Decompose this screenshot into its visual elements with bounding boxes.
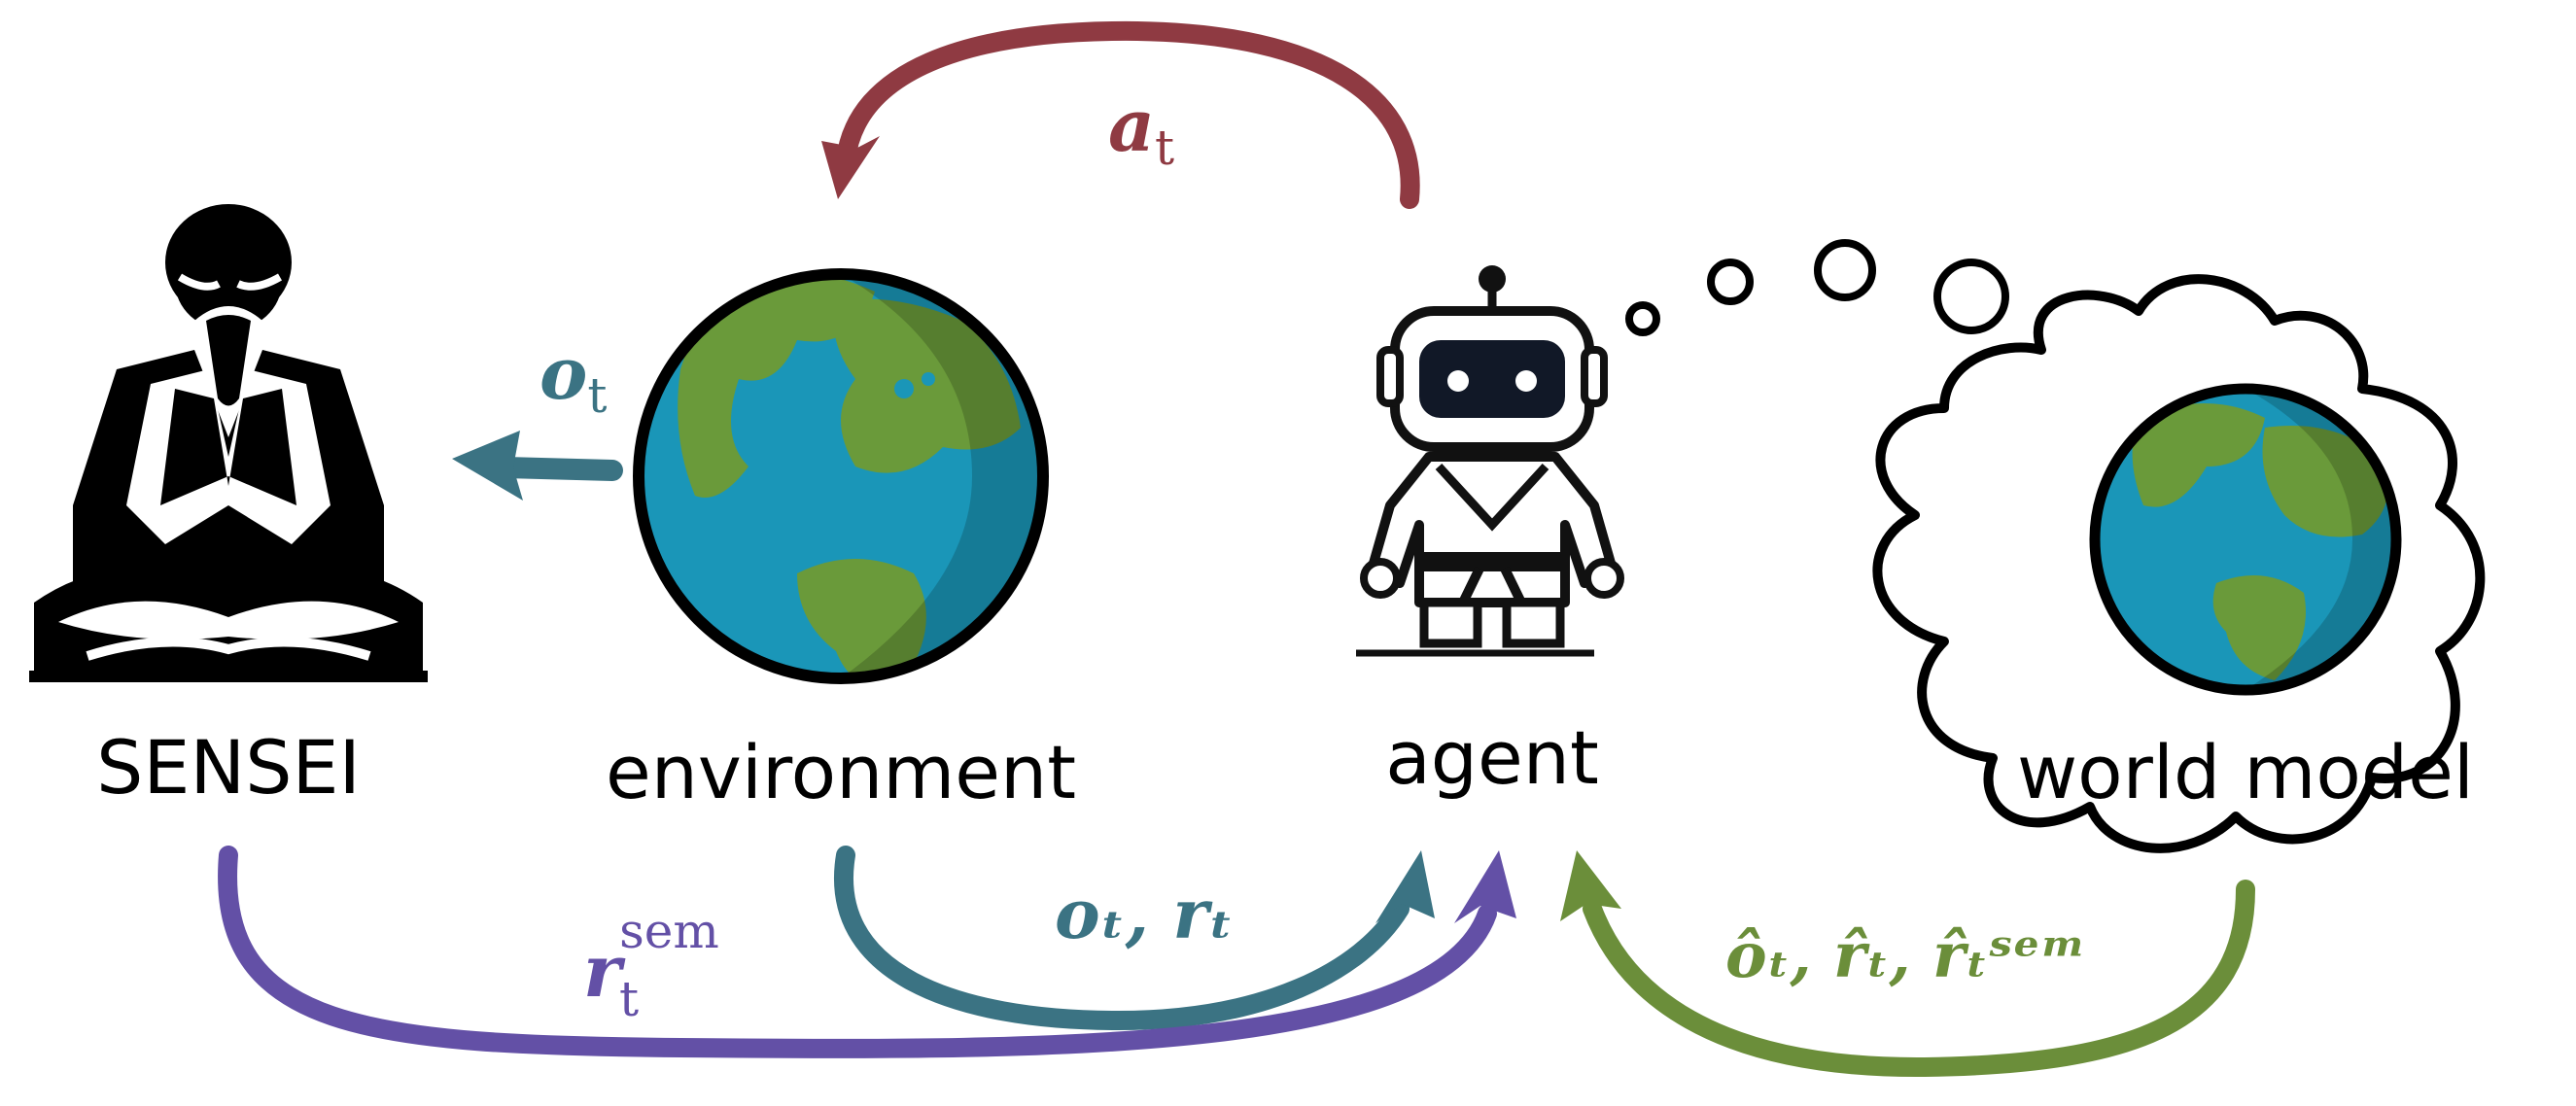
env-to-agent-label: oₜ, rₜ	[1055, 874, 1234, 954]
sensei-to-agent-label: rtsem	[583, 903, 719, 1027]
robot-agent-icon	[1356, 265, 1624, 657]
sensei-to-agent-arrow	[218, 846, 1516, 1058]
environment-label: environment	[605, 729, 1077, 815]
observation-arrow	[452, 431, 623, 501]
agent-label: agent	[1385, 714, 1599, 801]
environment-globe-icon	[633, 268, 1049, 684]
action-label: at	[1108, 85, 1174, 176]
thought-bubbles	[1625, 239, 2009, 336]
worldmodel-to-agent-arrow	[1560, 850, 2255, 1078]
world-model-globe-icon	[2089, 383, 2402, 696]
worldmodel-to-agent-label: ôₜ, r̂ₜ, r̂ₜˢᵉᵐ	[1725, 919, 2086, 992]
action-arrow	[821, 20, 1420, 209]
world-model-label: world model	[2016, 729, 2475, 815]
sensei-label: SENSEI	[96, 724, 361, 811]
meditating-sensei-icon	[29, 204, 428, 682]
observation-label: ot	[540, 332, 607, 424]
env-to-agent-arrow	[834, 846, 1435, 1031]
